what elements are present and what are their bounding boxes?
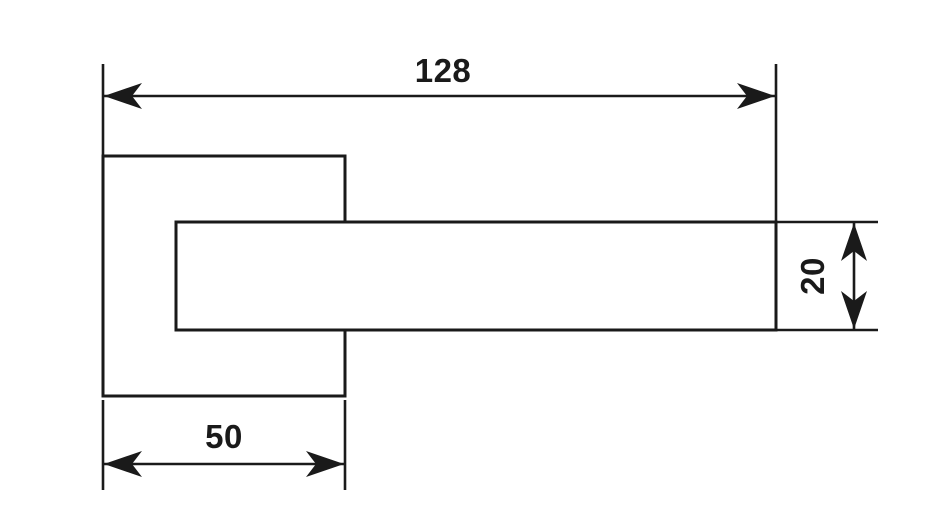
- dimension-lever-height: 20: [776, 220, 878, 332]
- arrow-head-right-50: [306, 451, 344, 477]
- dimension-overall-length: 128: [101, 52, 778, 224]
- dimension-label-20: 20: [794, 257, 831, 295]
- dimension-label-50: 50: [205, 418, 243, 455]
- arrow-head-left-50: [104, 451, 142, 477]
- dimension-rosette-width: 50: [101, 400, 347, 490]
- arrow-head-bottom-20: [841, 291, 867, 329]
- arrow-head-top-20: [841, 223, 867, 261]
- lever-bar-outline: [174, 220, 778, 332]
- arrow-head-right-128: [737, 83, 775, 109]
- part-outline-group: [101, 154, 778, 398]
- dimension-label-128: 128: [415, 52, 472, 89]
- arrow-head-left-128: [104, 83, 142, 109]
